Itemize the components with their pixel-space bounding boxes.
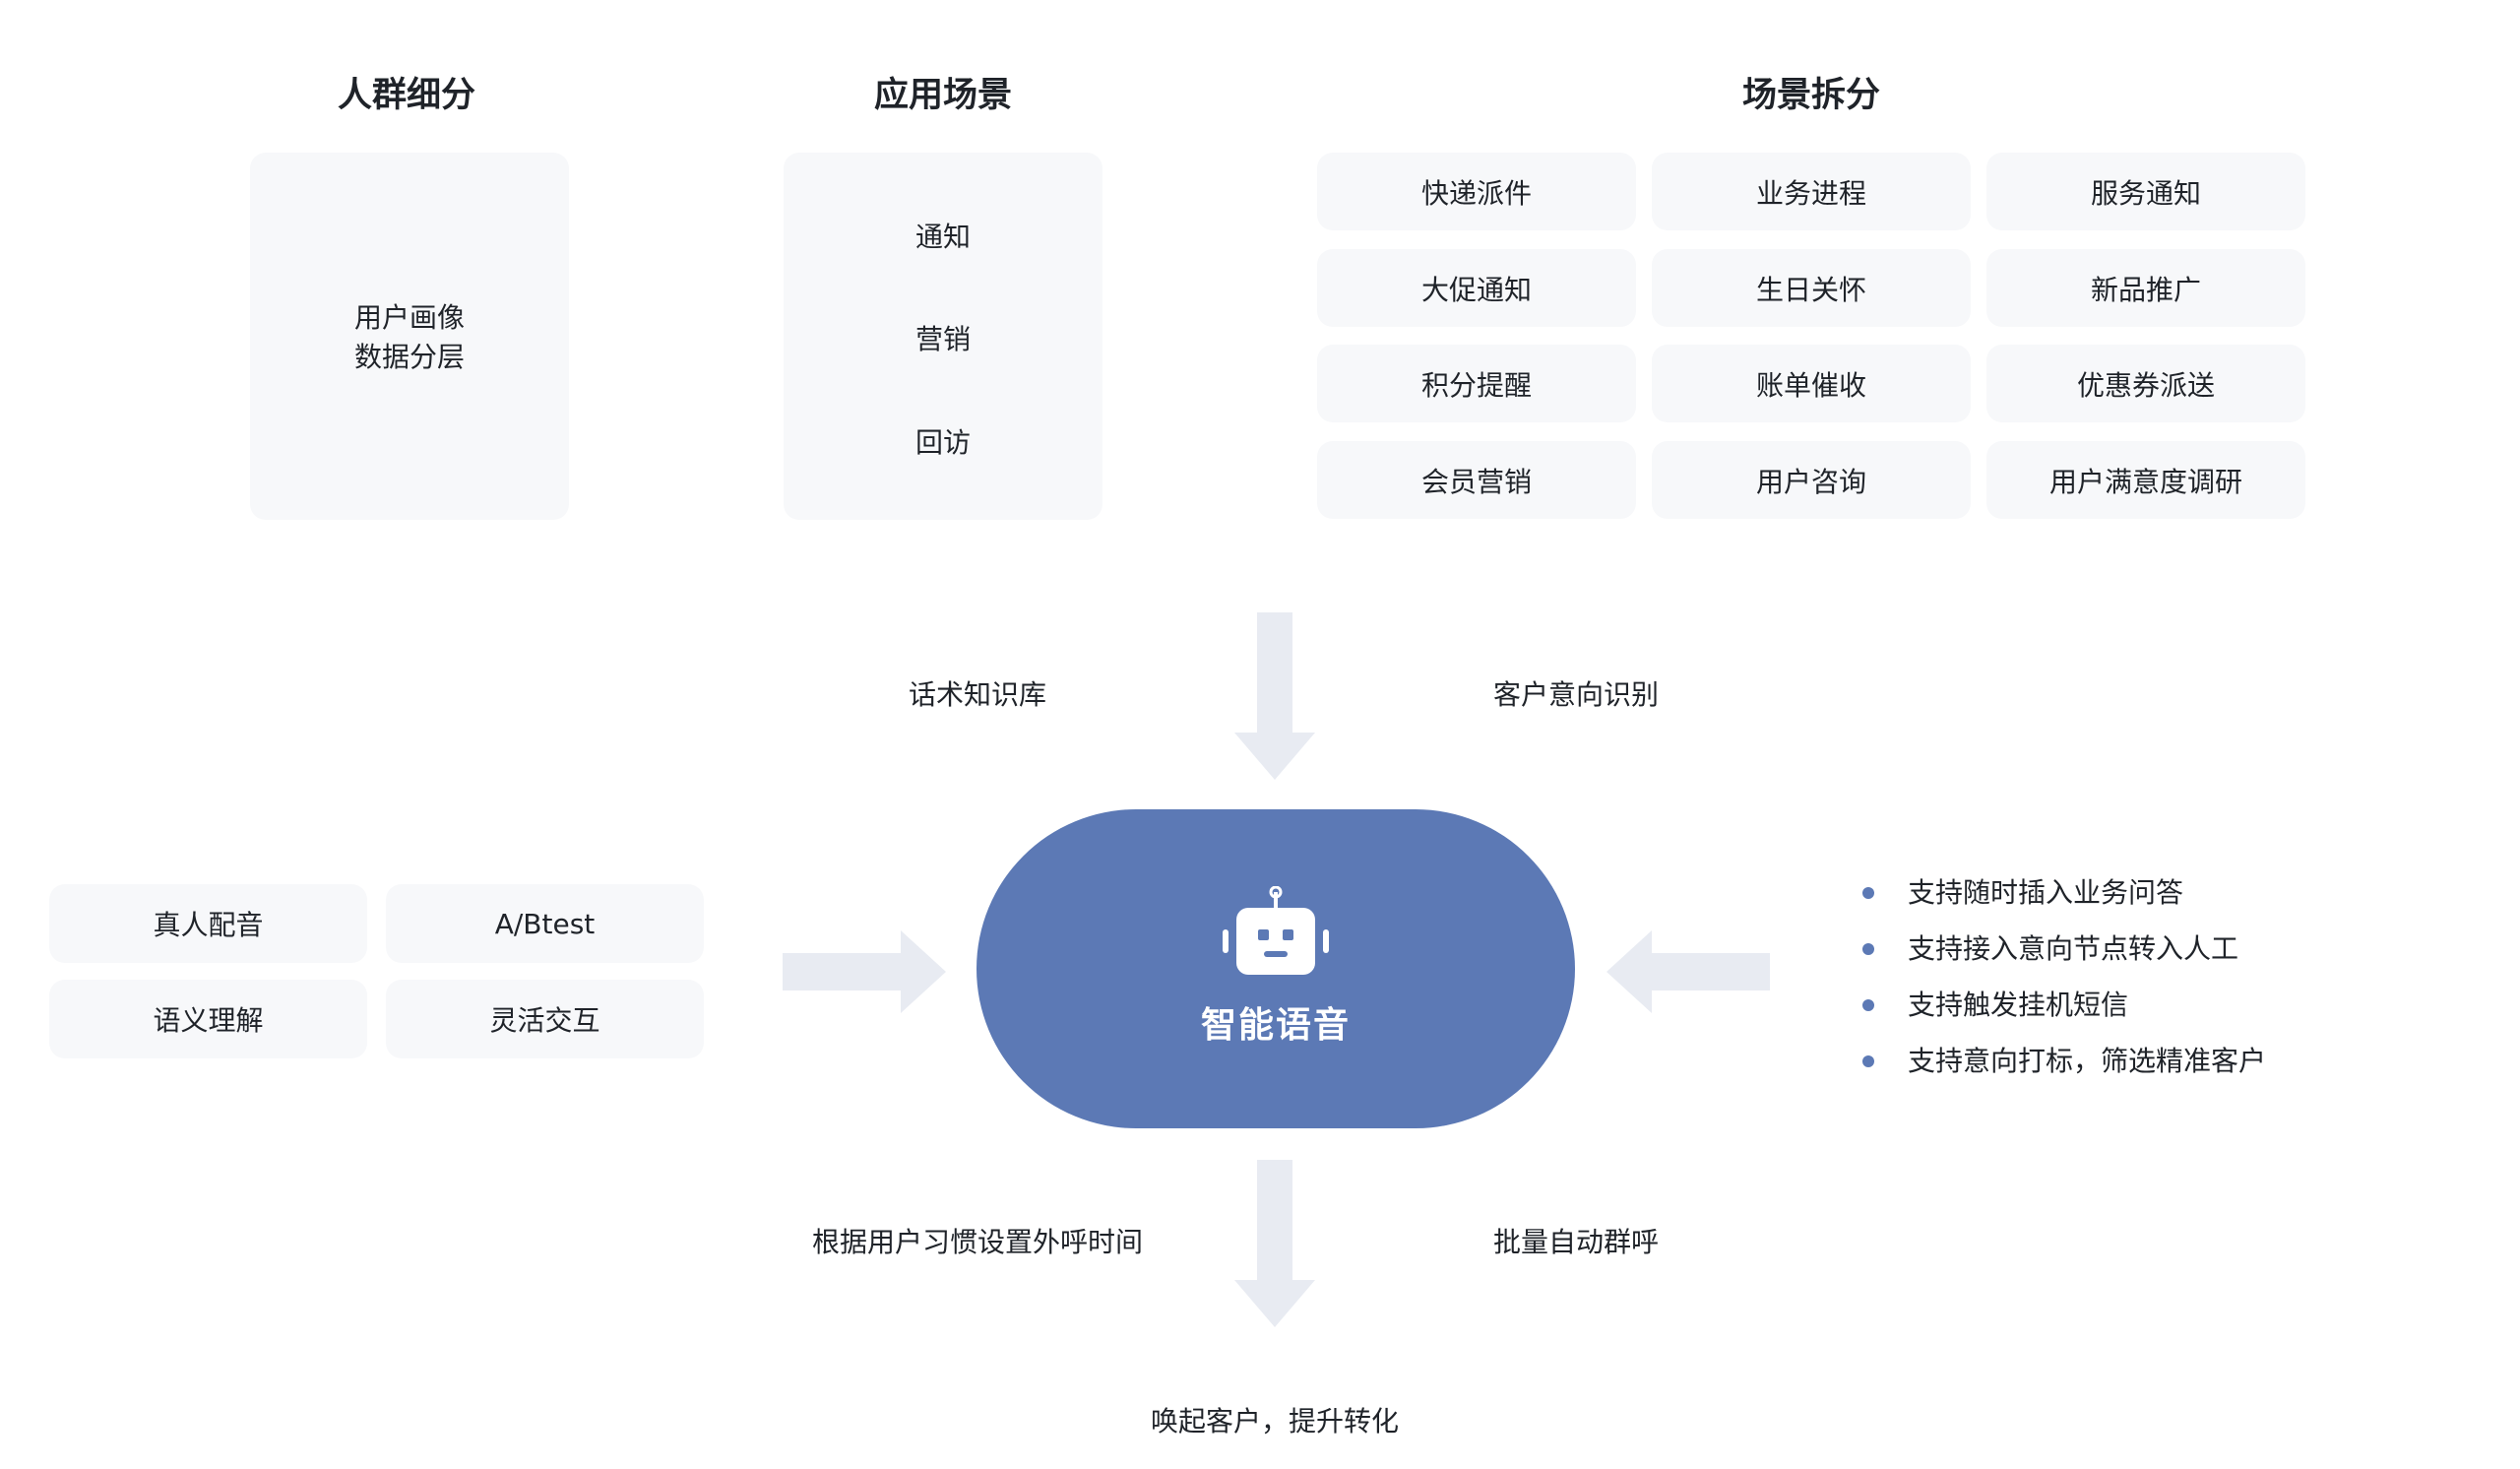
- title-segmentation: 人群细分: [337, 76, 476, 115]
- arrow-right-left: [783, 930, 946, 1013]
- arrow-down-bottom: [1234, 1160, 1315, 1327]
- outcome-text: 唤起客户，提升转化: [1150, 1405, 1400, 1437]
- capability-text: 支持触发挂机短信: [1908, 989, 2129, 1021]
- breakdown-item: 生日关怀: [1652, 249, 1971, 327]
- arrow-left-right: [1606, 930, 1770, 1013]
- scenario-item: 通知: [914, 221, 971, 253]
- list-item: 支持触发挂机短信: [1858, 977, 2266, 1033]
- breakdown-item: 服务通知: [1986, 153, 2305, 230]
- feature-item: 真人配音: [49, 884, 367, 963]
- hub-title: 智能语音: [1200, 1005, 1351, 1046]
- breakdown-item: 优惠券派送: [1986, 345, 2305, 422]
- scenarios-panel: 通知 营销 回访: [784, 153, 1102, 520]
- breakdown-item: 新品推广: [1986, 249, 2305, 327]
- feature-item: 语义理解: [49, 980, 367, 1058]
- bullet-dot: [1862, 887, 1874, 899]
- scenario-item: 营销: [914, 323, 971, 355]
- capability-text: 支持随时插入业务问答: [1908, 876, 2184, 909]
- scenario-item: 回访: [914, 426, 971, 459]
- breakdown-item: 账单催收: [1652, 345, 1971, 422]
- label-batch-auto-call: 批量自动群呼: [1492, 1226, 1660, 1258]
- capability-text: 支持接入意向节点转入人工: [1908, 932, 2239, 965]
- feature-item: 灵活交互: [386, 980, 704, 1058]
- label-script-knowledge-base: 话术知识库: [908, 678, 1047, 711]
- arrow-down-top: [1234, 612, 1315, 780]
- label-intent-recognition: 客户意向识别: [1492, 678, 1660, 711]
- list-item: 支持随时插入业务问答: [1858, 864, 2266, 921]
- capabilities-list: 支持随时插入业务问答 支持接入意向节点转入人工 支持触发挂机短信 支持意向打标，…: [1858, 864, 2266, 1089]
- capability-text: 支持意向打标，筛选精准客户: [1908, 1045, 2267, 1077]
- breakdown-item: 业务进程: [1652, 153, 1971, 230]
- feature-item: A/Btest: [386, 884, 704, 963]
- breakdown-item: 会员营销: [1317, 441, 1636, 519]
- bullet-dot: [1862, 999, 1874, 1011]
- breakdown-item: 大促通知: [1317, 249, 1636, 327]
- smart-voice-hub: 智能语音: [976, 809, 1575, 1128]
- segmentation-line-1: 用户画像: [353, 301, 465, 334]
- segmentation-line-2: 数据分层: [353, 341, 465, 373]
- segmentation-panel: 用户画像 数据分层: [250, 153, 569, 520]
- list-item: 支持意向打标，筛选精准客户: [1858, 1033, 2266, 1089]
- breakdown-item: 用户满意度调研: [1986, 441, 2305, 519]
- bullet-dot: [1862, 943, 1874, 955]
- breakdown-item: 快递派件: [1317, 153, 1636, 230]
- list-item: 支持接入意向节点转入人工: [1858, 921, 2266, 977]
- breakdown-item: 积分提醒: [1317, 345, 1636, 422]
- robot-icon: [1223, 886, 1329, 975]
- title-scenarios: 应用场景: [873, 76, 1013, 115]
- breakdown-item: 用户咨询: [1652, 441, 1971, 519]
- bullet-dot: [1862, 1055, 1874, 1067]
- label-call-time-setting: 根据用户习惯设置外呼时间: [811, 1226, 1144, 1258]
- title-breakdown: 场景拆分: [1741, 76, 1881, 115]
